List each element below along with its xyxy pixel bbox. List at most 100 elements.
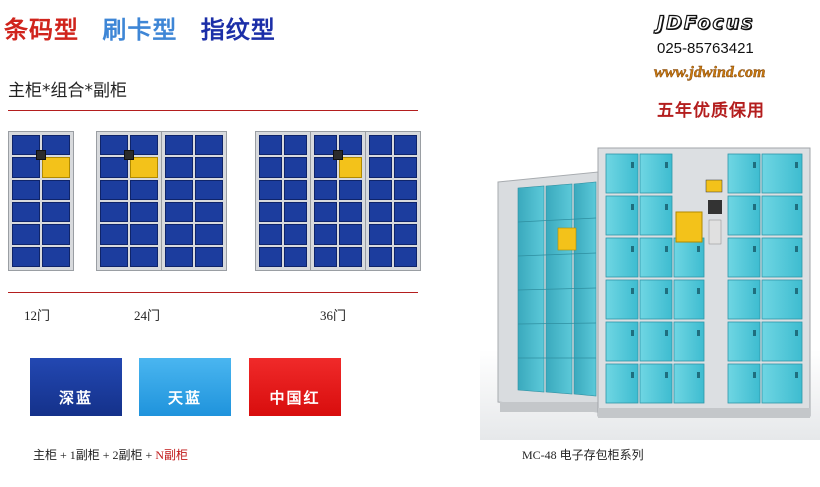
locker-door bbox=[605, 363, 639, 404]
locker-door bbox=[761, 279, 803, 320]
locker-door bbox=[314, 202, 337, 223]
door-lock bbox=[665, 330, 668, 336]
locker-door bbox=[605, 153, 639, 194]
locker-door bbox=[605, 195, 639, 236]
locker-door bbox=[130, 202, 158, 223]
color-label-sky-blue: 天蓝 bbox=[167, 389, 202, 407]
locker-24-door-main bbox=[96, 131, 162, 271]
locker-door bbox=[100, 135, 128, 156]
size-label-36: 36门 bbox=[320, 308, 347, 323]
locker-door bbox=[259, 179, 282, 200]
locker-door bbox=[394, 202, 417, 223]
combination-note: 主柜 + 1副柜 + 2副柜 + N副柜 bbox=[33, 446, 188, 463]
locker-door bbox=[727, 321, 761, 362]
locker-door bbox=[100, 202, 128, 223]
locker-door bbox=[394, 157, 417, 178]
locker-door bbox=[284, 224, 307, 245]
product-image bbox=[450, 140, 820, 440]
locker-door bbox=[12, 135, 40, 156]
door-lock bbox=[631, 246, 634, 252]
locker-door bbox=[259, 202, 282, 223]
door-lock bbox=[795, 204, 798, 210]
door-lock bbox=[795, 330, 798, 336]
door-lock bbox=[631, 204, 634, 210]
locker-door bbox=[394, 224, 417, 245]
locker-door bbox=[639, 153, 673, 194]
control-panel bbox=[36, 150, 46, 160]
locker-door bbox=[761, 237, 803, 278]
door-lock bbox=[665, 288, 668, 294]
locker-door bbox=[130, 135, 158, 156]
control-panel bbox=[124, 150, 134, 160]
divider-bottom bbox=[8, 292, 418, 293]
locker-door bbox=[130, 179, 158, 200]
locker-door bbox=[369, 179, 392, 200]
locker-12-door bbox=[8, 131, 74, 271]
locker-door bbox=[165, 246, 193, 267]
locker-door bbox=[727, 195, 761, 236]
locker-door bbox=[369, 135, 392, 156]
door-lock bbox=[665, 204, 668, 210]
subtitle: 主柜*组合*副柜 bbox=[8, 81, 127, 101]
door-lock bbox=[665, 162, 668, 168]
door-lock bbox=[631, 288, 634, 294]
locker-door bbox=[673, 363, 705, 404]
locker-door bbox=[12, 202, 40, 223]
type-card: 刷卡型 bbox=[102, 16, 178, 44]
locker-door bbox=[314, 246, 337, 267]
color-label-red: 中国红 bbox=[269, 389, 321, 407]
door-lock bbox=[753, 204, 756, 210]
door-lock bbox=[697, 330, 700, 336]
combination-main: 主柜 + 1副柜 + 2副柜 + bbox=[33, 448, 156, 462]
locker-door bbox=[42, 157, 70, 178]
locker-door bbox=[42, 202, 70, 223]
locker-door bbox=[42, 179, 70, 200]
locker-door bbox=[100, 246, 128, 267]
product-caption: MC-48 电子存包柜系列 bbox=[522, 448, 644, 462]
size-label-12: 12门 bbox=[24, 308, 51, 323]
locker-door bbox=[673, 321, 705, 362]
door-lock bbox=[753, 372, 756, 378]
locker-types: 条码型 刷卡型 指纹型 bbox=[4, 10, 290, 45]
door-lock bbox=[753, 162, 756, 168]
locker-door bbox=[639, 321, 673, 362]
type-fingerprint: 指纹型 bbox=[200, 16, 276, 44]
locker-door bbox=[394, 179, 417, 200]
locker-door bbox=[639, 363, 673, 404]
locker-door bbox=[673, 237, 705, 278]
brand-website: www.jdwind.com bbox=[654, 64, 766, 81]
locker-door bbox=[369, 224, 392, 245]
locker-door bbox=[130, 157, 158, 178]
locker-door bbox=[339, 179, 362, 200]
locker-door bbox=[100, 157, 128, 178]
locker-door bbox=[339, 246, 362, 267]
door-lock bbox=[631, 372, 634, 378]
combination-highlight: N副柜 bbox=[155, 448, 188, 462]
locker-door bbox=[727, 153, 761, 194]
type-barcode: 条码型 bbox=[4, 16, 79, 44]
door-lock bbox=[795, 372, 798, 378]
locker-36-door-sub-right bbox=[365, 131, 421, 271]
color-swatch-red: 中国红 bbox=[249, 358, 341, 416]
divider-top bbox=[8, 110, 418, 111]
locker-configurations bbox=[8, 131, 421, 273]
door-lock bbox=[697, 246, 700, 252]
door-lock bbox=[665, 246, 668, 252]
locker-door bbox=[605, 237, 639, 278]
locker-36-door-sub-left bbox=[255, 131, 311, 271]
color-label-dark-blue: 深蓝 bbox=[58, 389, 93, 407]
locker-door bbox=[42, 246, 70, 267]
locker-door bbox=[165, 224, 193, 245]
color-swatch-sky-blue: 天蓝 bbox=[139, 358, 231, 416]
locker-door bbox=[259, 246, 282, 267]
locker-door bbox=[314, 135, 337, 156]
locker-door bbox=[339, 135, 362, 156]
locker-door bbox=[284, 202, 307, 223]
locker-door bbox=[12, 246, 40, 267]
color-swatch-dark-blue: 深蓝 bbox=[30, 358, 122, 416]
locker-door bbox=[605, 321, 639, 362]
locker-door bbox=[369, 246, 392, 267]
locker-door bbox=[284, 179, 307, 200]
locker-door bbox=[42, 135, 70, 156]
locker-door bbox=[100, 224, 128, 245]
